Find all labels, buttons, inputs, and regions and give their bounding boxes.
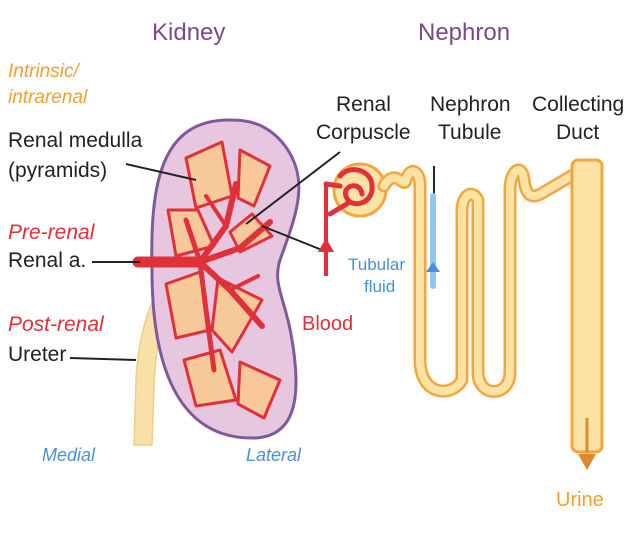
prerenal-label: Pre-renal [8,222,94,244]
medial-label: Medial [42,446,95,465]
tubular-fluid-arrow [426,262,440,272]
lateral-label: Lateral [246,446,301,465]
blood-label: Blood [302,314,353,335]
collecting-duct [572,160,602,470]
tubular-label: Tubular [348,256,405,274]
urine-arrow [578,454,596,470]
pyramids-label: (pyramids) [8,160,107,182]
postrenal-label: Post-renal [8,314,104,336]
intrarenal-label: intrarenal [8,88,87,108]
tubule-label: Tubule [438,122,501,144]
nephron-header: Nephron [418,20,510,45]
corpuscle-label: Corpuscle [316,122,411,144]
fluid-label: fluid [364,278,395,296]
intrinsic-label: Intrinsic/ [8,62,79,82]
nephron-tubule [384,170,578,392]
kidney-header: Kidney [152,20,225,45]
duct-label: Duct [556,122,599,144]
renal-label: Renal [336,94,391,116]
collecting-label: Collecting [532,94,624,116]
renal-medulla-label: Renal medulla [8,130,142,152]
leader-ureter [70,358,136,360]
ureter-label: Ureter [8,344,66,366]
nephron-label: Nephron [430,94,511,116]
blood-arrow-up [318,238,334,252]
tubule-lumen [384,170,578,392]
renal-a-label: Renal a. [8,250,86,272]
urine-label: Urine [556,490,604,511]
